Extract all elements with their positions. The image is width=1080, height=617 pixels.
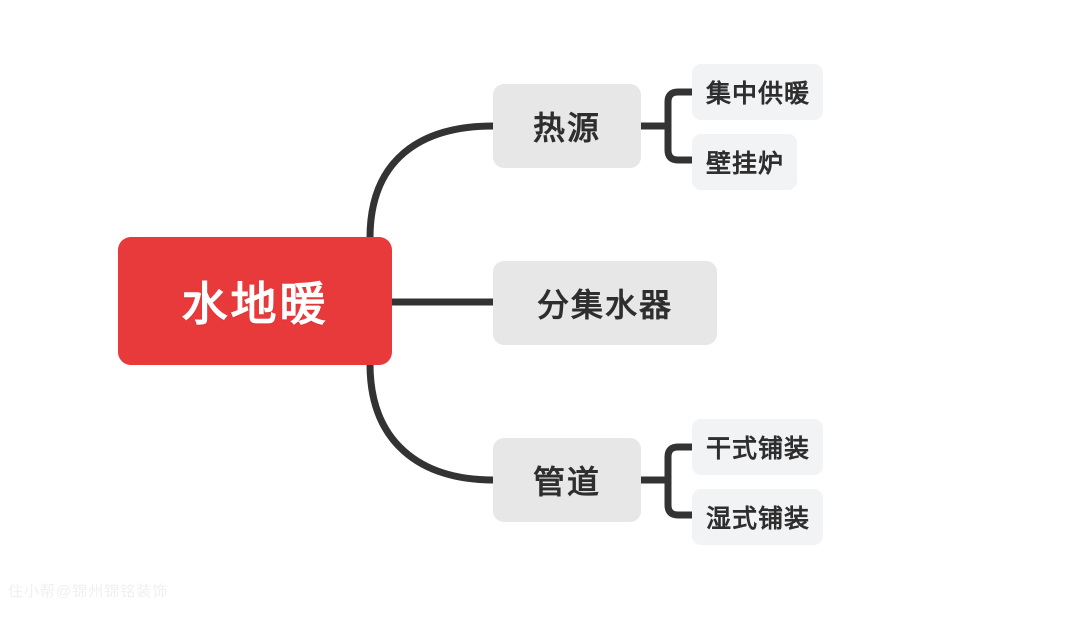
leaf-node-central-heating[interactable]: 集中供暖 (692, 64, 823, 120)
watermark-text: 住小帮@锦州锦铭装饰 (8, 583, 169, 600)
connector-pipeline-bracket (664, 443, 696, 519)
branch-node-water-manifold[interactable]: 分集水器 (493, 261, 717, 345)
branch-node-pipeline[interactable]: 管道 (493, 438, 641, 522)
leaf-node-wall-hung-boiler[interactable]: 壁挂炉 (692, 134, 797, 190)
connector-root-to-heat-source (366, 122, 497, 242)
leaf-node-wet-installation[interactable]: 湿式铺装 (692, 489, 823, 545)
connector-root-to-pipeline (366, 360, 497, 484)
branch-node-heat-source[interactable]: 热源 (493, 84, 641, 168)
connector-heat-source-bracket (664, 88, 696, 164)
leaf-node-dry-installation[interactable]: 干式铺装 (692, 419, 823, 475)
root-node-water-floor-heating[interactable]: 水地暖 (118, 237, 392, 365)
